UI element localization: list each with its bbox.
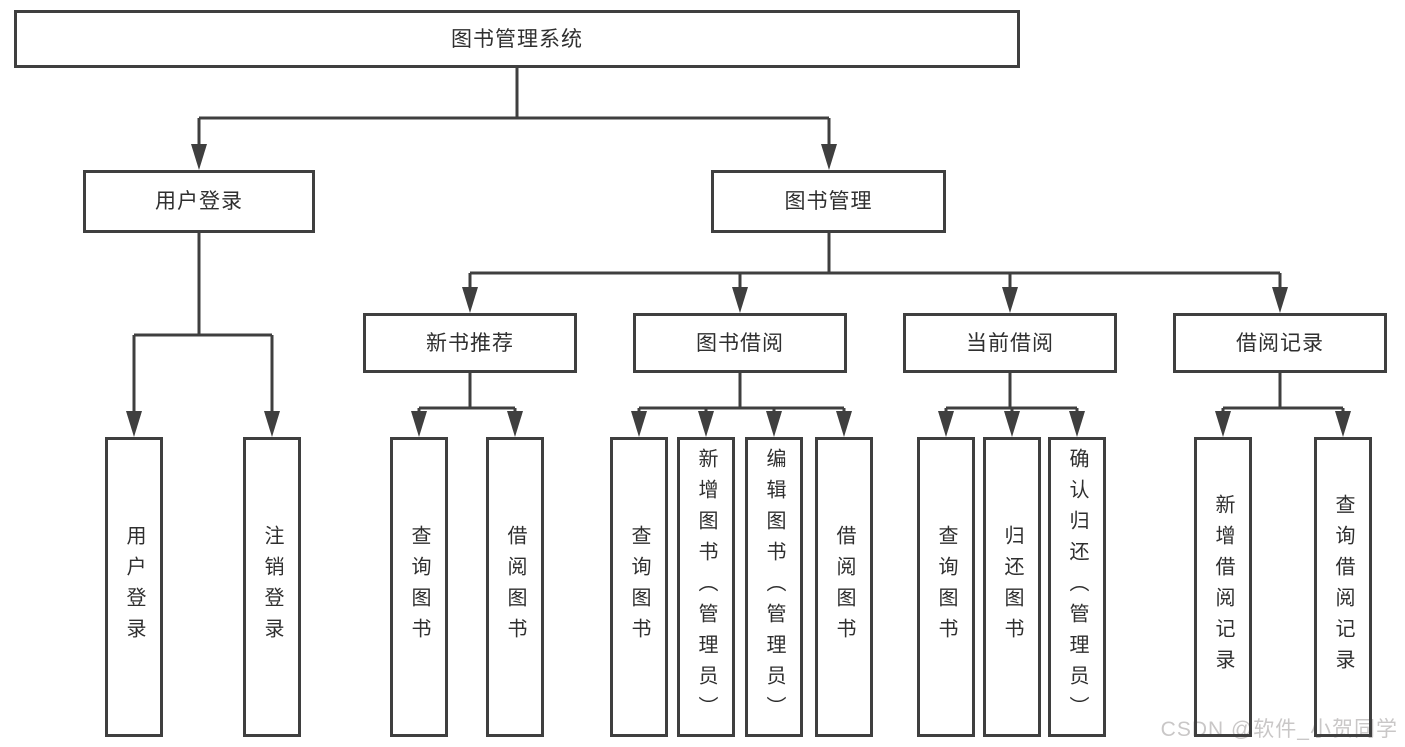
- node-current-borrowing: 当前借阅: [903, 313, 1117, 373]
- node-label: 图书管理系统: [451, 27, 583, 51]
- node-label: 新增借阅记录: [1212, 494, 1234, 680]
- node-label: 图书借阅: [696, 331, 784, 355]
- node-leaf-return-book: 归还图书: [983, 437, 1041, 737]
- node-label: 编辑图书（管理员）: [763, 447, 785, 727]
- node-label: 查询图书: [935, 525, 957, 649]
- node-label: 归还图书: [1001, 525, 1023, 649]
- node-leaf-query-books-current: 查询图书: [917, 437, 975, 737]
- node-leaf-logout: 注销登录: [243, 437, 301, 737]
- node-leaf-query-books-recommend: 查询图书: [390, 437, 448, 737]
- node-label: 借阅记录: [1236, 331, 1324, 355]
- node-label: 用户登录: [155, 190, 243, 213]
- node-label: 查询图书: [408, 525, 430, 649]
- node-leaf-add-borrow-record: 新增借阅记录: [1194, 437, 1252, 737]
- node-leaf-query-books-borrow: 查询图书: [610, 437, 668, 737]
- node-root-system: 图书管理系统: [14, 10, 1020, 68]
- node-leaf-borrow-books: 借阅图书: [815, 437, 873, 737]
- node-label: 查询图书: [628, 525, 650, 649]
- node-label: 用户登录: [123, 525, 145, 649]
- node-new-book-recommend: 新书推荐: [363, 313, 577, 373]
- node-leaf-user-login: 用户登录: [105, 437, 163, 737]
- node-label: 注销登录: [261, 525, 283, 649]
- arrowheads: [126, 144, 1351, 437]
- node-label: 确认归还（管理员）: [1066, 447, 1088, 727]
- node-leaf-confirm-return-admin: 确认归还（管理员）: [1048, 437, 1106, 737]
- node-label: 图书管理: [784, 190, 873, 213]
- node-label: 借阅图书: [833, 525, 855, 649]
- node-label: 查询借阅记录: [1332, 494, 1354, 680]
- node-label: 新书推荐: [426, 331, 514, 355]
- node-leaf-edit-book-admin: 编辑图书（管理员）: [745, 437, 803, 737]
- node-label: 当前借阅: [966, 331, 1054, 355]
- node-user-login-module: 用户登录: [83, 170, 315, 233]
- node-book-borrowing: 图书借阅: [633, 313, 847, 373]
- node-leaf-add-book-admin: 新增图书（管理员）: [677, 437, 735, 737]
- node-leaf-query-borrow-record: 查询借阅记录: [1314, 437, 1372, 737]
- node-book-management-module: 图书管理: [711, 170, 946, 233]
- node-borrowing-records: 借阅记录: [1173, 313, 1387, 373]
- node-leaf-borrow-books-recommend: 借阅图书: [486, 437, 544, 737]
- node-label: 借阅图书: [504, 525, 526, 649]
- node-label: 新增图书（管理员）: [695, 447, 717, 727]
